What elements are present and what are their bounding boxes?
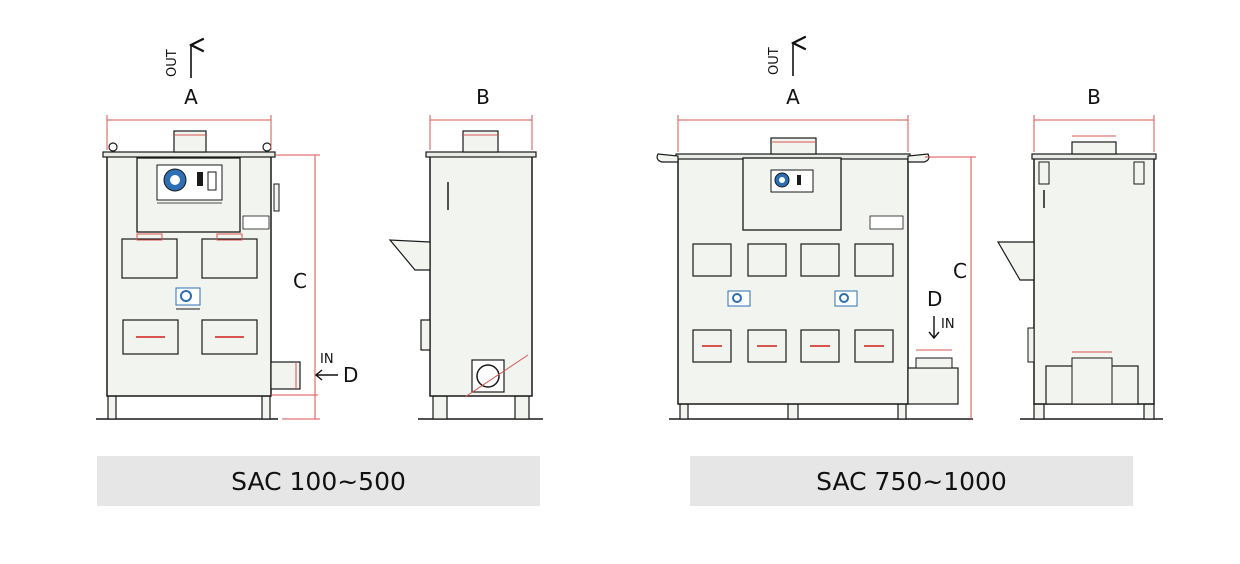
left-front-view [96, 130, 301, 420]
left-dim-a-label: A [184, 85, 198, 109]
right-front-view [656, 137, 973, 420]
right-dimension-c: C [925, 156, 976, 419]
left-dim-d-label: D [343, 363, 358, 387]
right-dimension-a: A [677, 85, 909, 152]
caption-sac-100-500: SAC 100~500 [97, 456, 540, 506]
left-out-arrow: OUT [165, 45, 191, 78]
left-inlet-marker: IN D [271, 352, 358, 396]
right-dim-c-label: C [953, 259, 967, 283]
left-dim-b-label: B [476, 85, 490, 109]
right-out-label: OUT [767, 47, 782, 75]
caption-sac-750-1000: SAC 750~1000 [690, 456, 1133, 506]
right-out-arrow: OUT [767, 43, 793, 76]
right-dim-b-label: B [1087, 85, 1101, 109]
right-inlet-marker: D IN [927, 287, 955, 340]
left-out-label: OUT [165, 49, 180, 77]
right-side-view [996, 135, 1163, 420]
left-side-view [388, 130, 543, 420]
left-dimension-b: B [429, 85, 533, 150]
left-dim-c-label: C [293, 269, 307, 293]
right-dimension-b: B [1033, 85, 1155, 152]
left-in-label: IN [320, 352, 334, 367]
right-in-label: IN [941, 317, 955, 332]
right-dim-a-label: A [786, 85, 800, 109]
right-dim-d-label: D [927, 287, 942, 311]
left-dimension-a: A [106, 85, 272, 150]
